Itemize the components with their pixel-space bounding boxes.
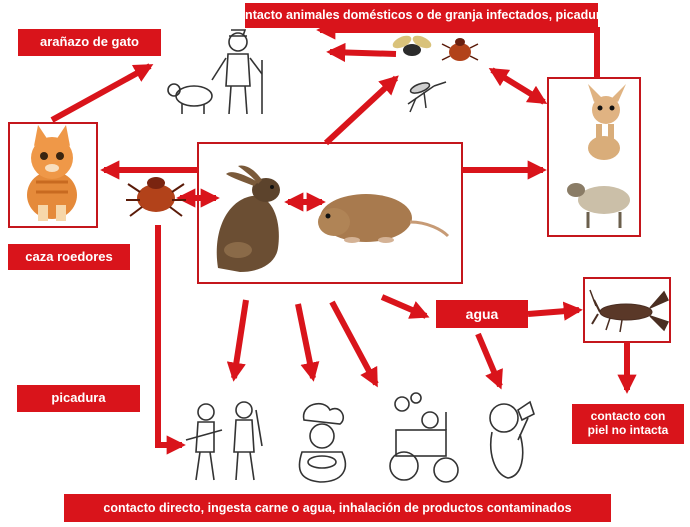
- bite-label: picadura: [17, 385, 140, 412]
- mosquito-image: [407, 81, 447, 113]
- arrow-insects-animals: [488, 67, 548, 105]
- tick-top-image: [441, 38, 479, 61]
- arrow-tick-to-hunters: [155, 225, 186, 455]
- skin-contact-line-2: piel no intacta: [587, 423, 669, 437]
- tick-image: [126, 177, 186, 217]
- skin-contact-label: contacto con piel no intacta: [572, 404, 684, 444]
- crayfish-image: [589, 289, 670, 333]
- top-transmission-label: Contacto animales domésticos o de granja…: [228, 3, 615, 28]
- arrow-to-cook-1: [226, 299, 249, 382]
- arrow-to-cook-2: [295, 303, 320, 382]
- kitten-frame: [8, 122, 98, 228]
- arrow-to-tractor: [329, 300, 379, 388]
- rodent-hunting-label: caza roedores: [8, 244, 130, 270]
- child-drinking-image: [489, 400, 535, 479]
- hunters-image: [185, 401, 263, 481]
- kitten-image: [27, 125, 77, 221]
- chihuahua-image: [588, 84, 626, 160]
- arrow-to-water: [380, 294, 430, 319]
- arrow-insects-to-shepherd: [326, 42, 397, 63]
- arrow-water-to-child: [475, 332, 503, 390]
- hare-image: [216, 165, 280, 272]
- arrow-water-to-crayfish: [527, 301, 583, 321]
- water-label: agua: [436, 300, 528, 328]
- cat-scratch-label: arañazo de gato: [18, 29, 161, 56]
- vole-image: [318, 194, 450, 243]
- cook-image: [298, 402, 347, 483]
- fly-image: [392, 35, 432, 56]
- arrow-center-to-insects: [323, 75, 399, 146]
- arrow-top-bracket: [316, 20, 600, 40]
- arrow-scratch: [50, 63, 154, 123]
- bottom-transmission-label: contacto directo, ingesta carne o agua, …: [64, 494, 611, 522]
- shepherd-with-sheep-image: [167, 29, 263, 115]
- tractor-driver-image: [389, 392, 459, 483]
- skin-contact-line-1: contacto con: [590, 409, 666, 424]
- sheep-image: [567, 183, 630, 228]
